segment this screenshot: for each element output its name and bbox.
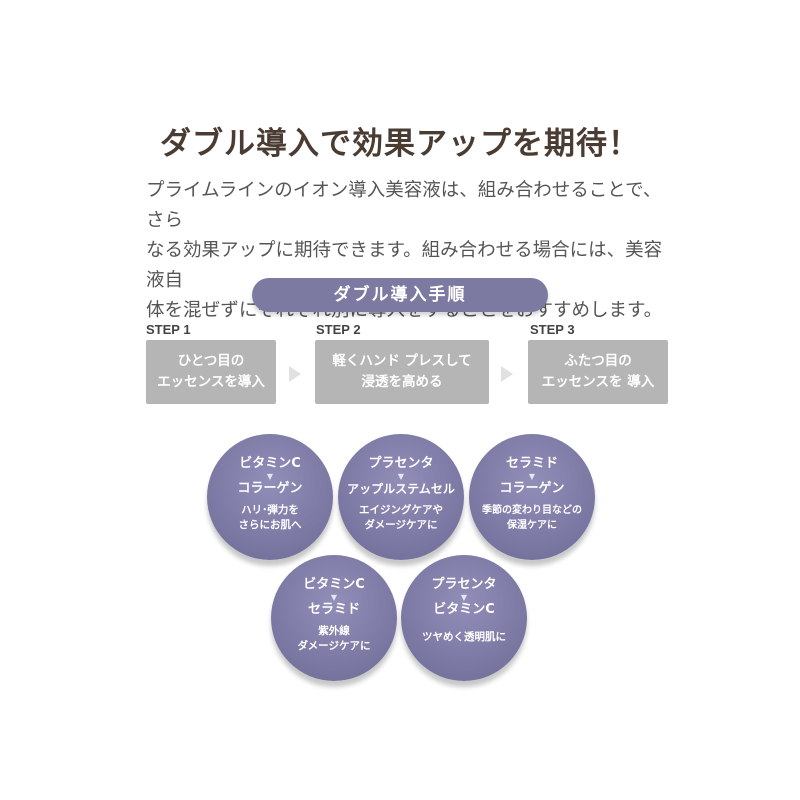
- step-1-line: ひとつ目の: [177, 353, 245, 369]
- down-triangle-icon: ▼: [460, 593, 468, 602]
- procedure-heading-pill: ダブル導入手順: [252, 278, 548, 312]
- combo-desc-line: ツヤめく透明肌に: [422, 631, 506, 643]
- combo-desc-line: 紫外線: [318, 625, 350, 637]
- step-3-label: STEP 3: [530, 322, 575, 337]
- page-title: ダブル導入で効果アップを期待！: [160, 126, 640, 162]
- combo-desc-line: ダメージケアに: [364, 519, 438, 531]
- combo-desc-line: さらにお肌へ: [238, 519, 302, 531]
- step-3-line: エッセンスを 導入: [541, 374, 655, 390]
- combo-circle-ceramide-collagen: セラミド ▼ コラーゲン 季節の変わり目などの 保湿ケアに: [469, 434, 595, 560]
- combo-desc: ツヤめく透明肌に: [401, 630, 527, 645]
- combo-circle-placenta-vitc: プラセンタ ▼ ビタミンC ツヤめく透明肌に: [401, 555, 527, 681]
- step-2-line: 浸透を高める: [361, 374, 443, 390]
- step-1-line: エッセンスを導入: [157, 374, 265, 390]
- step-3-line: ふたつ目の: [564, 353, 632, 369]
- step-1-box: ひとつ目の エッセンスを導入: [146, 340, 276, 404]
- down-triangle-icon: ▼: [330, 593, 338, 602]
- description-line: プライムラインのイオン導入美容液は、組み合わせることで、さら: [146, 180, 662, 231]
- combo-desc-line: 季節の変わり目などの: [482, 505, 582, 516]
- combo-circle-placenta-applestemcell: プラセンタ ▼ アップルステムセル エイジングケアや ダメージケアに: [338, 434, 464, 560]
- combo-second: ビタミンC: [433, 602, 495, 617]
- combo-first: ビタミンC: [239, 456, 301, 471]
- step-3-box: ふたつ目の エッセンスを 導入: [528, 340, 668, 404]
- combo-second: アップルステムセル: [347, 482, 455, 496]
- combo-desc: 紫外線 ダメージケアに: [271, 624, 397, 654]
- combo-desc: 季節の変わり目などの 保湿ケアに: [469, 503, 595, 533]
- step-2-label: STEP 2: [316, 322, 361, 337]
- combo-desc-line: 保湿ケアに: [507, 520, 557, 531]
- combo-first: セラミド: [505, 456, 558, 471]
- description-line: なる効果アップに期待できます。組み合わせる場合には、美容液自: [146, 240, 663, 291]
- combo-desc: ハリ･弾力を さらにお肌へ: [207, 503, 333, 533]
- combo-circle-vitc-collagen: ビタミンC ▼ コラーゲン ハリ･弾力を さらにお肌へ: [207, 434, 333, 560]
- combo-desc-line: ハリ･弾力を: [241, 504, 299, 516]
- combo-desc-line: エイジングケアや: [359, 504, 443, 516]
- combo-second: コラーゲン: [499, 481, 565, 496]
- combo-circle-vitc-ceramide: ビタミンC ▼ セラミド 紫外線 ダメージケアに: [271, 555, 397, 681]
- combo-second: セラミド: [307, 602, 360, 617]
- step-2-box: 軽くハンド プレスして 浸透を高める: [315, 340, 489, 404]
- combo-desc: エイジングケアや ダメージケアに: [338, 503, 464, 533]
- combo-first: ビタミンC: [303, 577, 365, 592]
- combo-desc-line: ダメージケアに: [297, 640, 371, 652]
- down-triangle-icon: ▼: [528, 472, 536, 481]
- step-2-line: 軽くハンド プレスして: [332, 353, 472, 369]
- step-arrow-icon: [501, 366, 513, 382]
- step-arrow-icon: [289, 366, 301, 382]
- combo-second: コラーゲン: [237, 481, 303, 496]
- down-triangle-icon: ▼: [397, 472, 405, 481]
- step-1-label: STEP 1: [146, 322, 191, 337]
- combo-first: プラセンタ: [431, 577, 497, 592]
- down-triangle-icon: ▼: [266, 472, 274, 481]
- combo-first: プラセンタ: [368, 456, 434, 471]
- description: プライムラインのイオン導入美容液は、組み合わせることで、さら なる効果アップに期…: [146, 176, 676, 326]
